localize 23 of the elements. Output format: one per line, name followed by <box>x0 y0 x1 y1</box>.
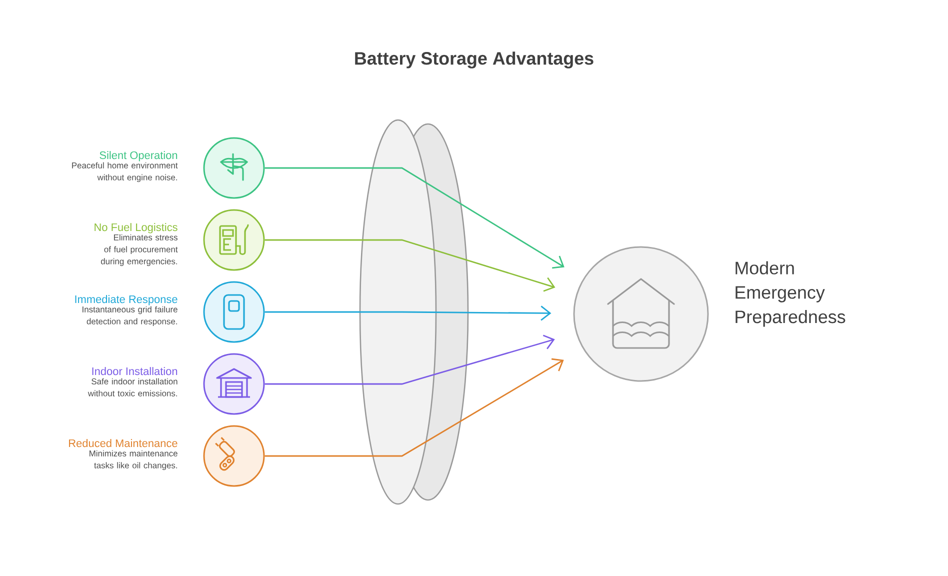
heading: Indoor Installation <box>92 367 178 376</box>
arrow <box>264 334 555 385</box>
icon-circle <box>203 425 265 487</box>
target-circle <box>573 246 709 382</box>
description: Minimizes maintenance tasks like oil changes. <box>90 450 178 470</box>
arrow <box>264 239 556 292</box>
icon-circle <box>203 209 265 271</box>
heading: Silent Operation <box>100 151 178 162</box>
heading: Immediate Response <box>75 295 178 306</box>
heading: Reduced Maintenance <box>69 439 178 448</box>
description: Instantaneous grid failure detection and response. <box>82 306 178 326</box>
arrow <box>264 306 552 321</box>
description: Safe indoor installation without toxic emissions. <box>88 378 178 396</box>
icon-circle <box>203 353 265 415</box>
arrow <box>264 358 564 457</box>
icon-circle <box>203 281 265 343</box>
title: Battery Storage Advantages <box>355 52 594 68</box>
description: Eliminates stress of fuel procurement during emergencies. <box>100 234 178 266</box>
description: Peaceful home environment without engine noise. <box>72 162 178 182</box>
result-label: Modern Emergency Preparedness <box>736 261 846 327</box>
icon-circle <box>203 137 265 199</box>
heading: No Fuel Logistics <box>94 223 178 234</box>
arrow <box>264 167 564 269</box>
